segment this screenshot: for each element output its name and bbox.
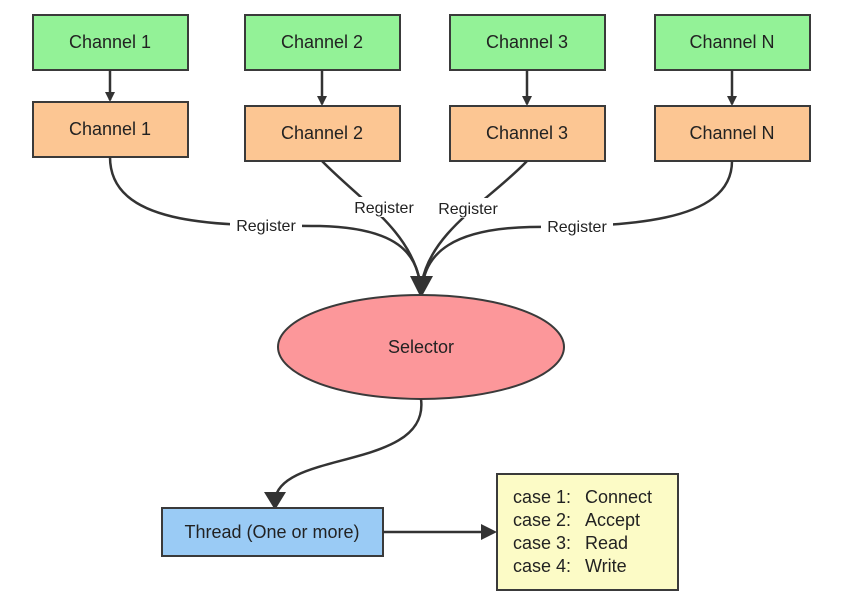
- register-label-3: Register: [438, 201, 498, 218]
- case-4-label: case 4:: [513, 556, 571, 576]
- register-label-1-bg: [230, 215, 302, 235]
- top-channel-2: Channel 2: [244, 14, 401, 71]
- thread-label: Thread (One or more): [184, 522, 359, 542]
- registered-channel-2: Channel 2: [244, 105, 401, 162]
- selector-label: Selector: [388, 337, 454, 357]
- case-1-label: case 1:: [513, 487, 571, 507]
- cases-box: [496, 473, 679, 591]
- registered-channel-3: Channel 3: [449, 105, 606, 162]
- registered-channel-n: Channel N: [654, 105, 811, 162]
- case-3-label: case 3:: [513, 533, 571, 553]
- registered-channel-3-box: [449, 105, 606, 162]
- selector-to-thread-edge: [273, 398, 423, 501]
- register-edge-3: [420, 160, 528, 283]
- register-label-3-bg: [432, 198, 504, 218]
- thread-node: Thread (One or more): [161, 507, 384, 557]
- register-edge-2: [321, 160, 422, 283]
- top-channel-2-box: [244, 14, 401, 71]
- selector-to-thread-arrowhead: [264, 492, 286, 510]
- register-label-2: Register: [354, 200, 414, 217]
- case-2-value: Accept: [585, 510, 640, 530]
- register-label-4-bg: [541, 216, 613, 236]
- case-1-value: Connect: [585, 487, 652, 507]
- case-4-value: Write: [585, 556, 627, 576]
- registered-channel-n-box: [654, 105, 811, 162]
- registered-channel-n-label: Channel N: [689, 123, 774, 143]
- cases-node: case 1: Connect case 2: Accept case 3: R…: [496, 473, 679, 591]
- case-3-value: Read: [585, 533, 628, 553]
- top-channel-2-label: Channel 2: [281, 32, 363, 52]
- selector-node: Selector: [277, 294, 565, 400]
- registered-channel-3-label: Channel 3: [486, 123, 568, 143]
- top-channel-3: Channel 3: [449, 14, 606, 71]
- thread-box: [161, 507, 384, 557]
- register-arrowhead: [410, 276, 433, 298]
- registered-channel-2-label: Channel 2: [281, 123, 363, 143]
- case-2-label: case 2:: [513, 510, 571, 530]
- top-channel-1-label: Channel 1: [69, 32, 151, 52]
- registered-channel-2-box: [244, 105, 401, 162]
- top-channel-3-label: Channel 3: [486, 32, 568, 52]
- top-channel-n: Channel N: [654, 14, 811, 71]
- top-channel-n-label: Channel N: [689, 32, 774, 52]
- top-channel-1-box: [32, 14, 189, 71]
- top-channel-n-box: [654, 14, 811, 71]
- register-label-4: Register: [547, 219, 607, 236]
- registered-channel-1-label: Channel 1: [69, 119, 151, 139]
- register-label-1: Register: [236, 218, 296, 235]
- register-label-2-bg: [348, 197, 420, 217]
- registered-channel-1-box: [32, 101, 189, 158]
- top-channel-1: Channel 1: [32, 14, 189, 71]
- registered-channel-1: Channel 1: [32, 101, 189, 158]
